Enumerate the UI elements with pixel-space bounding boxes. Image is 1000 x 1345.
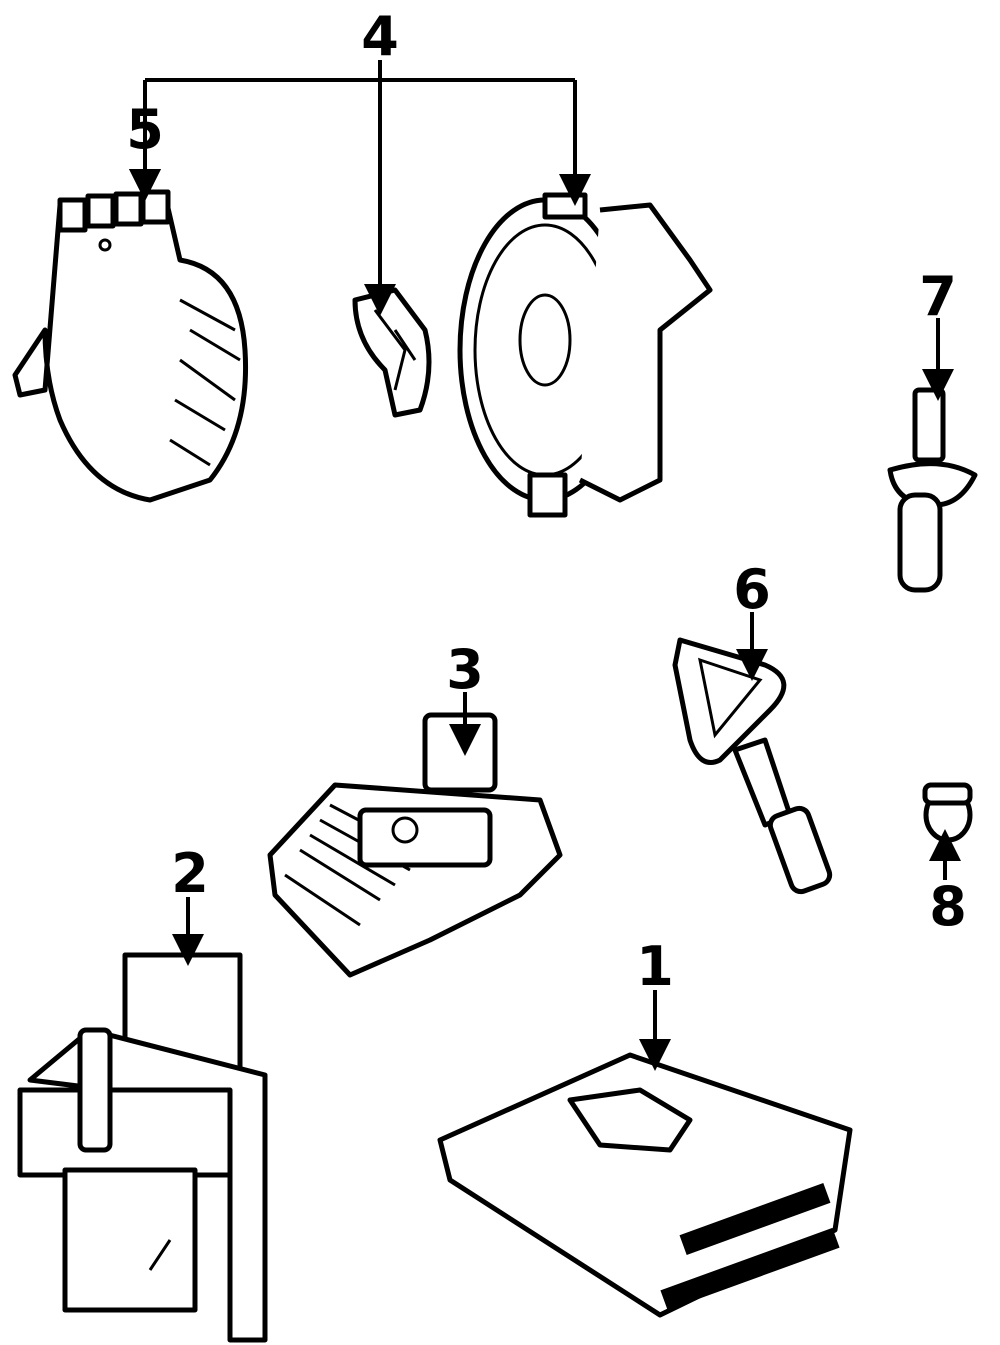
distributor-housing-drawing <box>457 192 713 518</box>
distributor-cap-drawing <box>12 189 249 503</box>
callout-3: 3 <box>446 638 484 701</box>
control-module-drawing <box>437 1052 853 1318</box>
callout-8: 8 <box>929 875 967 938</box>
sensor-drawing <box>887 387 978 593</box>
callout-5: 5 <box>126 98 164 161</box>
rotor-drawing <box>352 287 432 418</box>
callout-4: 4 <box>361 5 399 68</box>
switch-drawing <box>922 782 973 843</box>
ignition-coil-drawing <box>17 952 268 1343</box>
callout-1: 1 <box>636 935 674 998</box>
leader-lines <box>129 60 961 1071</box>
callout-7: 7 <box>919 265 957 328</box>
callout-6: 6 <box>733 558 771 621</box>
callout-2: 2 <box>171 842 209 905</box>
ignition-module-drawing <box>267 712 563 978</box>
spark-plug-boot-drawing <box>672 637 833 895</box>
